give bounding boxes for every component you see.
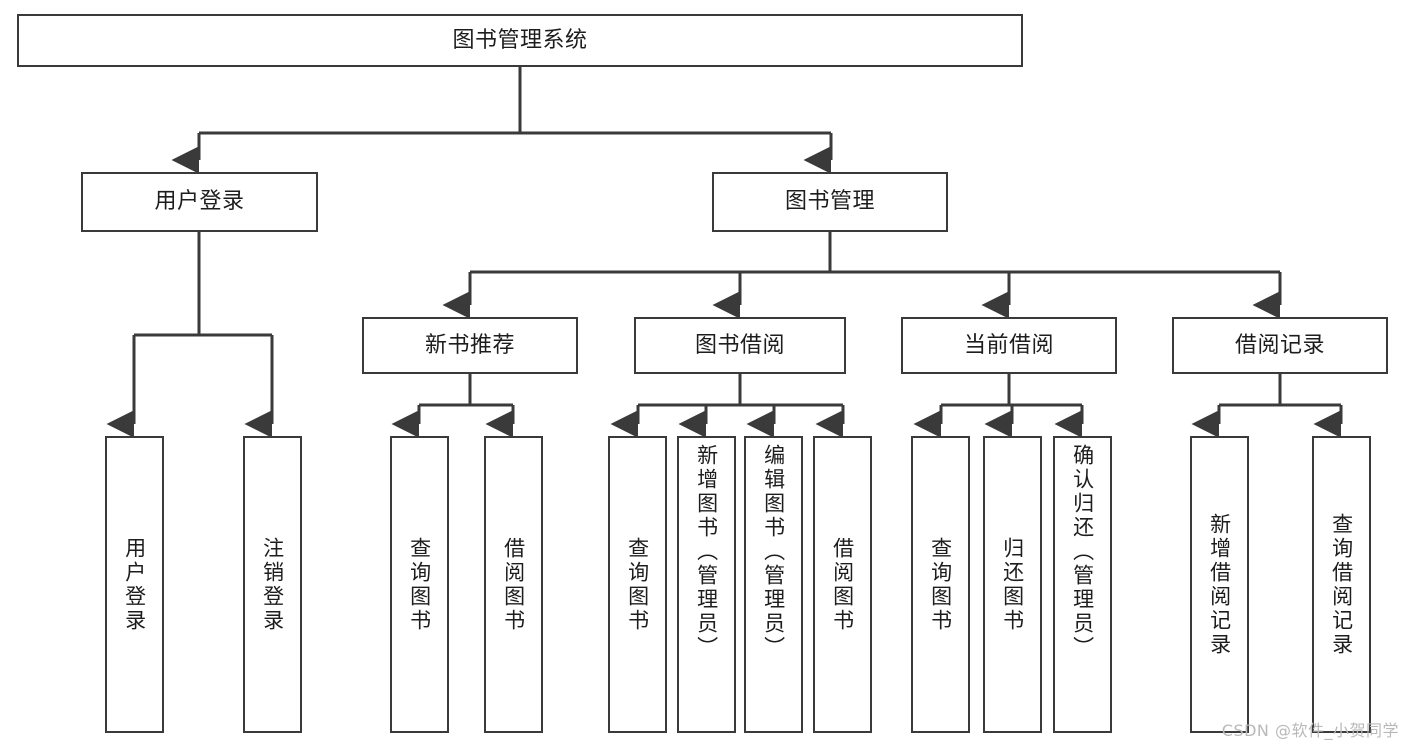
- node-book-management-label: 图书管理: [784, 189, 875, 215]
- node-book-borrow-label: 图书借阅: [694, 332, 785, 358]
- node-leaf-borrow-book-1-label: 借阅图书: [501, 536, 526, 633]
- node-leaf-user-login[interactable]: 用户登录: [105, 436, 164, 733]
- node-leaf-query-record[interactable]: 查询借阅记录: [1312, 436, 1371, 733]
- node-leaf-borrow-book-2-label: 借阅图书: [830, 536, 855, 633]
- node-leaf-query-book-1[interactable]: 查询图书: [390, 436, 449, 733]
- node-leaf-add-book-label: 新增图书（管理员）: [694, 444, 719, 660]
- node-new-book-recommend[interactable]: 新书推荐: [362, 317, 578, 374]
- node-leaf-query-book-1-label: 查询图书: [407, 536, 432, 633]
- csdn-watermark: CSDN @软件_小贺同学: [1221, 721, 1399, 740]
- node-user-login[interactable]: 用户登录: [81, 172, 318, 232]
- node-leaf-query-book-3[interactable]: 查询图书: [911, 436, 970, 733]
- node-current-borrow[interactable]: 当前借阅: [901, 317, 1117, 374]
- node-leaf-return-book[interactable]: 归还图书: [983, 436, 1042, 733]
- node-leaf-query-book-2[interactable]: 查询图书: [608, 436, 667, 733]
- node-user-login-label: 用户登录: [154, 189, 245, 215]
- node-leaf-user-logout-label: 注销登录: [260, 536, 285, 633]
- node-leaf-query-book-2-label: 查询图书: [625, 536, 650, 633]
- node-leaf-add-record[interactable]: 新增借阅记录: [1190, 436, 1249, 733]
- node-borrow-record-label: 借阅记录: [1234, 332, 1325, 358]
- node-leaf-user-login-label: 用户登录: [122, 536, 147, 633]
- node-leaf-user-logout[interactable]: 注销登录: [243, 436, 302, 733]
- node-leaf-query-record-label: 查询借阅记录: [1329, 512, 1354, 657]
- node-current-borrow-label: 当前借阅: [963, 332, 1054, 358]
- node-root-label: 图书管理系统: [452, 27, 588, 53]
- node-leaf-borrow-book-2[interactable]: 借阅图书: [813, 436, 872, 733]
- node-leaf-return-book-label: 归还图书: [1000, 536, 1025, 633]
- node-leaf-confirm-return-label: 确认归还（管理员）: [1070, 444, 1095, 660]
- node-leaf-edit-book[interactable]: 编辑图书（管理员）: [744, 436, 803, 733]
- node-book-management[interactable]: 图书管理: [712, 172, 948, 232]
- node-leaf-borrow-book-1[interactable]: 借阅图书: [484, 436, 543, 733]
- node-new-book-recommend-label: 新书推荐: [424, 332, 515, 358]
- node-borrow-record[interactable]: 借阅记录: [1172, 317, 1388, 374]
- node-book-borrow[interactable]: 图书借阅: [634, 317, 846, 374]
- node-leaf-confirm-return[interactable]: 确认归还（管理员）: [1053, 436, 1112, 733]
- node-leaf-edit-book-label: 编辑图书（管理员）: [761, 444, 786, 660]
- node-leaf-add-book[interactable]: 新增图书（管理员）: [677, 436, 736, 733]
- node-leaf-add-record-label: 新增借阅记录: [1207, 512, 1232, 657]
- node-leaf-query-book-3-label: 查询图书: [928, 536, 953, 633]
- node-root[interactable]: 图书管理系统: [17, 14, 1023, 67]
